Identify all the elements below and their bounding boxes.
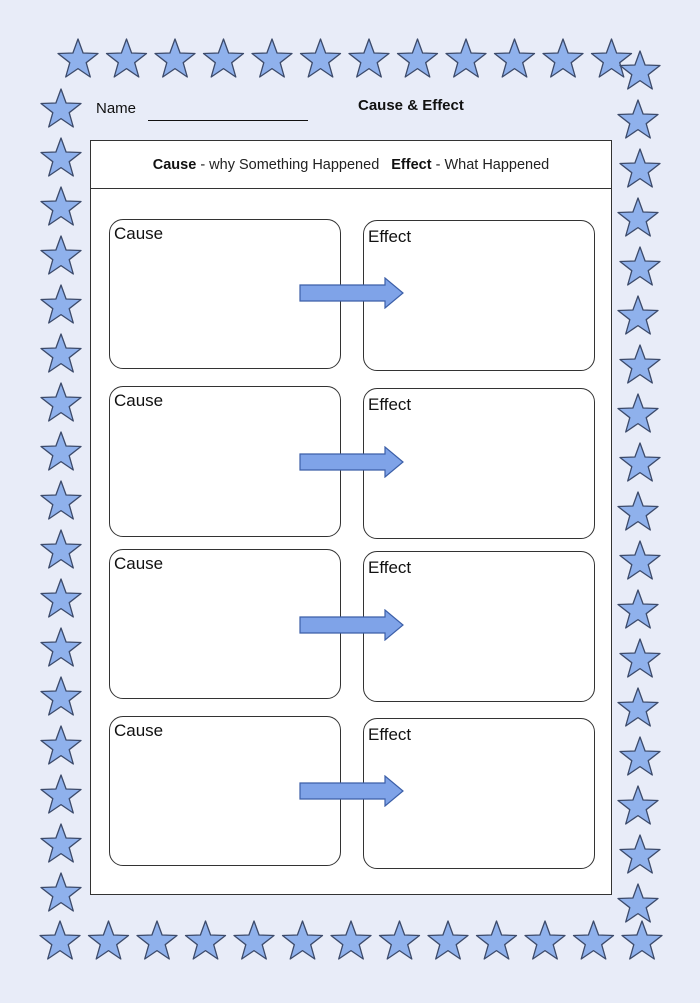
- effect-box-label: Effect: [368, 558, 412, 577]
- star-icon: [619, 246, 661, 286]
- effect-box-4[interactable]: Effect: [363, 718, 595, 869]
- cause-description: - why Something Happened: [200, 156, 380, 173]
- star-icon: [184, 920, 227, 960]
- star-icon: [202, 38, 245, 78]
- arrow-right-icon: [299, 446, 404, 478]
- cause-box-label: Cause: [114, 554, 164, 573]
- star-icon: [281, 920, 324, 960]
- effect-box-label: Effect: [368, 725, 412, 744]
- name-label: Name: [96, 100, 137, 117]
- star-icon: [40, 235, 82, 275]
- star-icon: [87, 920, 130, 960]
- star-icon: [136, 920, 178, 960]
- cause-term: Cause: [152, 156, 197, 173]
- star-icon: [619, 638, 661, 678]
- cause-box-label: Cause: [114, 391, 164, 410]
- star-icon: [617, 197, 659, 237]
- star-icon: [40, 382, 82, 422]
- star-icon: [617, 491, 659, 531]
- star-icon: [619, 148, 661, 188]
- arrow-right-icon: [299, 609, 404, 641]
- star-icon: [57, 38, 99, 78]
- arrow-right-icon: [299, 775, 404, 807]
- star-icon: [348, 38, 390, 78]
- star-icon: [396, 38, 439, 78]
- worksheet-title: Cause & Effect: [358, 97, 464, 114]
- star-icon: [40, 627, 82, 667]
- star-icon: [39, 920, 81, 960]
- star-icon: [619, 344, 661, 384]
- star-icon: [40, 333, 82, 373]
- star-icon: [40, 431, 82, 471]
- star-icon: [619, 834, 661, 874]
- star-icon: [40, 284, 82, 324]
- star-icon: [475, 920, 518, 960]
- star-icon: [427, 920, 469, 960]
- effect-box-1[interactable]: Effect: [363, 220, 595, 371]
- star-icon: [40, 480, 82, 520]
- star-icon: [619, 736, 661, 776]
- star-icon: [617, 99, 659, 139]
- star-icon: [445, 38, 487, 78]
- star-icon: [617, 589, 659, 629]
- star-icon: [40, 137, 82, 177]
- effect-box-label: Effect: [368, 395, 412, 414]
- star-icon: [617, 393, 659, 433]
- effect-term: Effect: [391, 156, 432, 173]
- star-icon: [40, 186, 82, 226]
- star-icon: [40, 725, 82, 765]
- star-icon: [619, 442, 661, 482]
- star-icon: [40, 823, 82, 863]
- star-icon: [378, 920, 421, 960]
- star-icon: [619, 50, 661, 90]
- cause-box-label: Cause: [114, 224, 164, 243]
- star-icon: [40, 676, 82, 716]
- effect-description: - What Happened: [435, 156, 550, 173]
- star-icon: [105, 38, 148, 78]
- star-icon: [621, 920, 663, 960]
- cause-box-label: Cause: [114, 721, 164, 740]
- star-icon: [154, 38, 196, 78]
- star-icon: [330, 920, 372, 960]
- star-icon: [542, 38, 584, 78]
- name-input-line[interactable]: [148, 120, 308, 121]
- star-icon: [40, 774, 82, 814]
- star-icon: [40, 578, 82, 618]
- star-icon: [617, 883, 659, 923]
- star-icon: [299, 38, 342, 78]
- star-icon: [572, 920, 615, 960]
- star-icon: [617, 687, 659, 727]
- star-icon: [617, 785, 659, 825]
- star-icon: [40, 872, 82, 912]
- star-icon: [619, 540, 661, 580]
- star-icon: [251, 38, 293, 78]
- effect-box-label: Effect: [368, 227, 412, 246]
- definition-header: Cause - why Something Happened Effect - W…: [91, 141, 611, 189]
- star-icon: [590, 38, 633, 78]
- star-icon: [524, 920, 566, 960]
- star-icon: [40, 88, 82, 128]
- star-icon: [233, 920, 275, 960]
- star-icon: [493, 38, 536, 78]
- star-icon: [40, 529, 82, 569]
- star-icon: [617, 295, 659, 335]
- arrow-right-icon: [299, 277, 404, 309]
